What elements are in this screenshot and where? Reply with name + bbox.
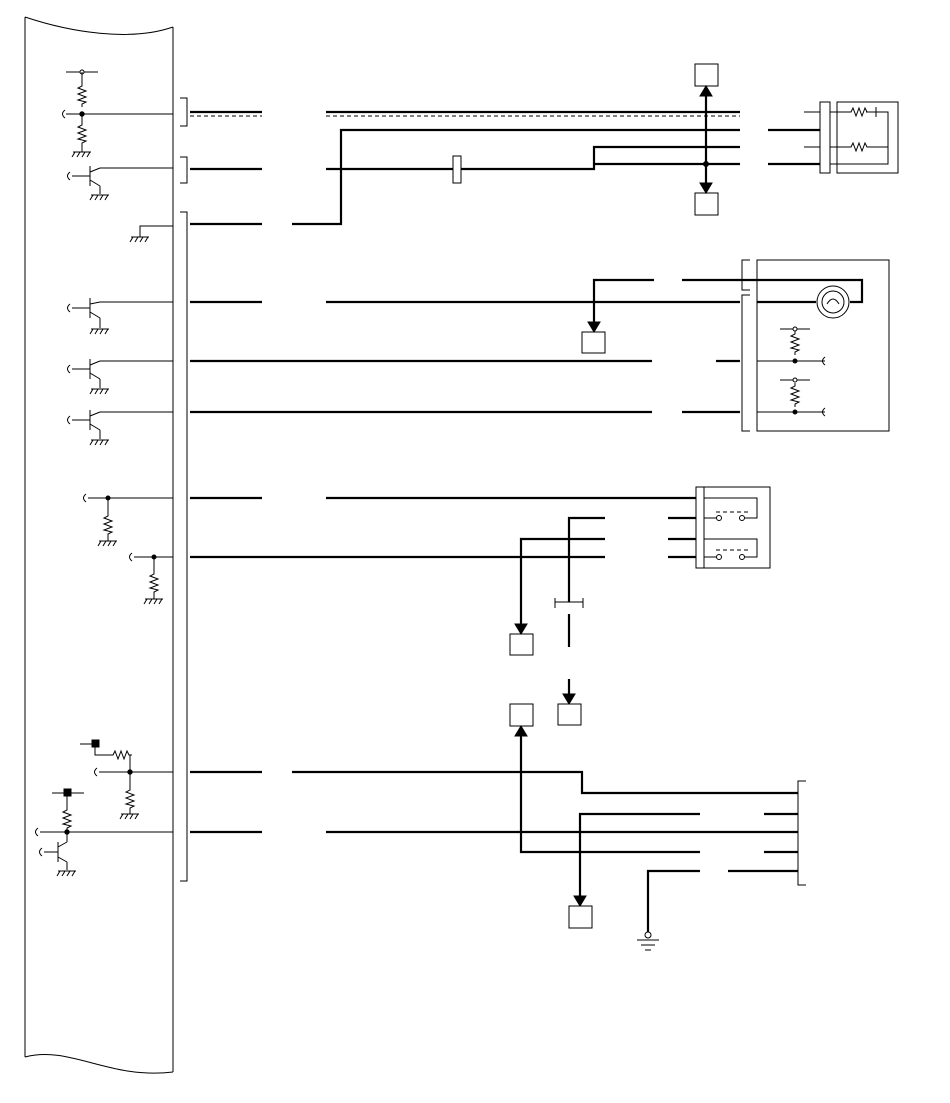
- internal-transistor-1: [67, 166, 173, 201]
- wire-group-top: [190, 128, 822, 226]
- internal-transistor-4: [67, 410, 173, 446]
- bottom-circuit-wires: [190, 703, 806, 933]
- internal-transistor-3: [67, 359, 173, 395]
- junction-box-f: [568, 905, 593, 929]
- switch-circuit-wires: [190, 496, 700, 726]
- junction-box-c: [581, 331, 606, 354]
- ecu-connector-brackets: [180, 97, 188, 882]
- internal-pulldown-1: [83, 493, 173, 547]
- junction-arrow-bus: [694, 63, 719, 216]
- junction-box-g: [509, 703, 534, 727]
- switch-module: [695, 486, 771, 569]
- bulb-icon: [816, 285, 850, 319]
- chassis-ground-icon: [637, 931, 659, 951]
- control-unit-outline: [24, 16, 174, 1074]
- junction-box-e: [557, 703, 582, 726]
- junction-box-a: [694, 63, 719, 87]
- junction-box-d: [509, 633, 534, 656]
- internal-input-network-1: [80, 739, 173, 820]
- internal-divider-circuit: [62, 69, 173, 158]
- internal-ground-3: [129, 225, 173, 243]
- inline-connector-1: [452, 155, 462, 184]
- lamp-circuit-wires: [190, 278, 740, 414]
- wire-shielded-1: [190, 110, 740, 117]
- lamp-module: [740, 259, 890, 432]
- internal-pulldown-2: [129, 552, 173, 605]
- sensor-component-top: [804, 101, 899, 174]
- junction-box-b: [694, 192, 719, 216]
- internal-input-network-2: [35, 788, 173, 877]
- internal-transistor-2: [67, 298, 173, 335]
